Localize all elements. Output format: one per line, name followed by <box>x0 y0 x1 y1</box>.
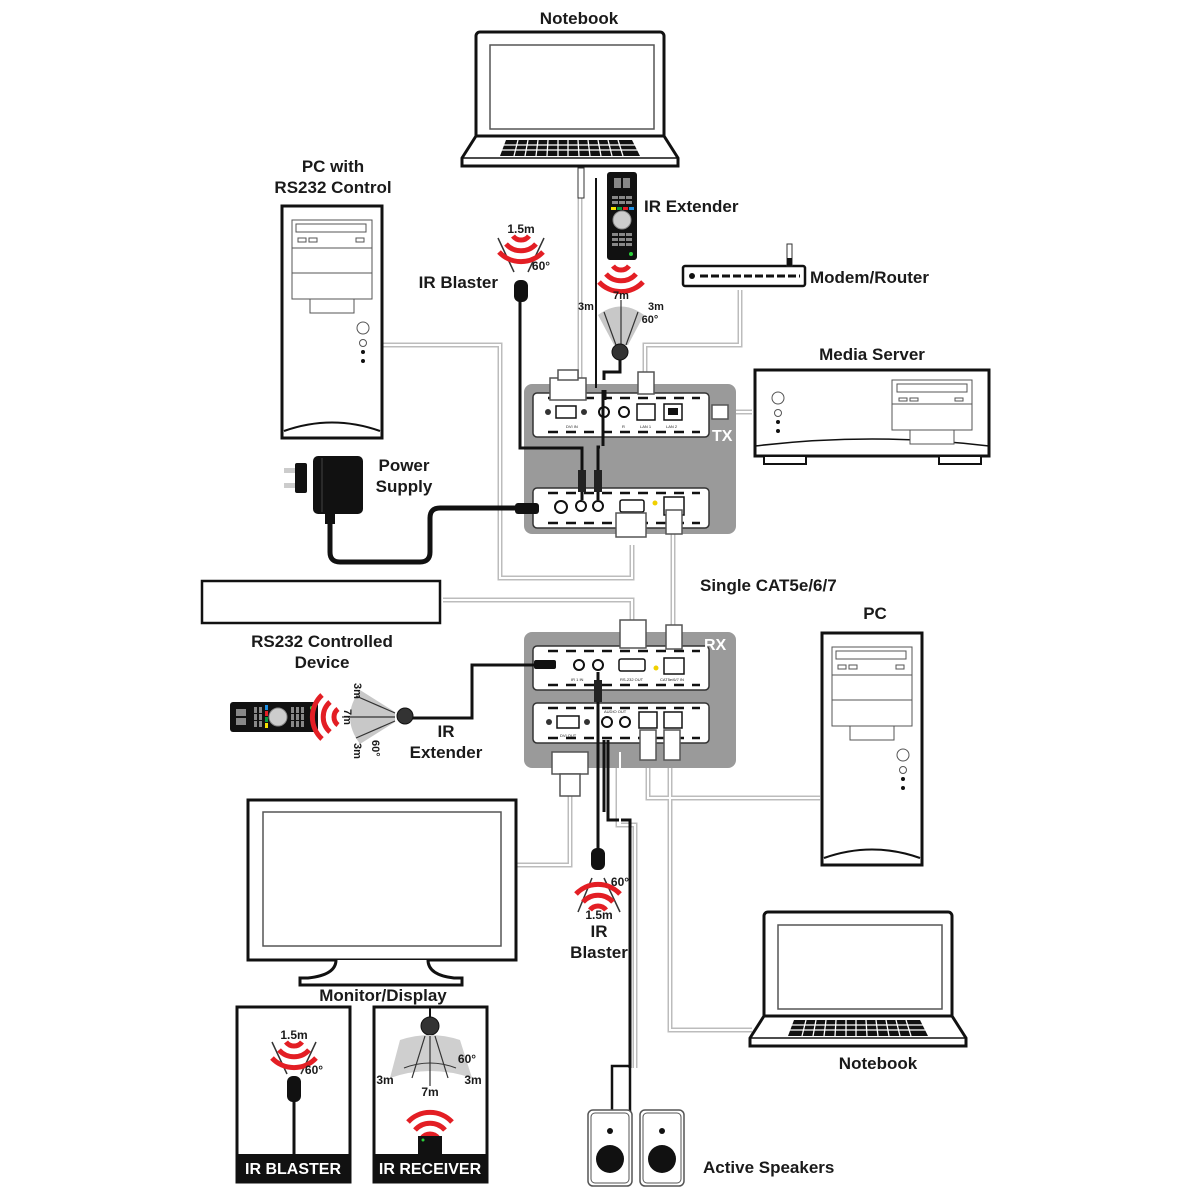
pc-right-label: PC <box>863 604 887 623</box>
legend-receiver-range: 7m <box>421 1085 438 1099</box>
ir-ext-top-side-right: 3m <box>648 301 664 313</box>
rx-label: RX <box>704 637 727 654</box>
legend-blaster-angle: 60° <box>305 1063 323 1077</box>
legend-receiver-side-left: 3m <box>376 1073 393 1087</box>
media-server-label: Media Server <box>819 345 925 364</box>
ir-ext-rx-angle: 60° <box>369 740 381 757</box>
active-speakers <box>587 1064 685 1187</box>
pc-rs232-label-2: RS232 Control <box>274 178 391 197</box>
notebook-top <box>460 30 680 168</box>
ir-ext-rx-side-bottom: 3m <box>351 743 363 759</box>
monitor-label: Monitor/Display <box>319 986 447 1005</box>
ir-ext-top-angle: 60° <box>642 314 659 326</box>
legend-ir-blaster <box>235 1005 352 1184</box>
legend-ir-receiver-label: IR RECEIVER <box>379 1161 482 1178</box>
notebook-bottom <box>748 910 968 1048</box>
ir-receiver-fan-rx <box>342 690 414 744</box>
port-label-dvi-out: DVI OUT <box>560 733 577 738</box>
ir-blaster-rx <box>576 848 620 912</box>
speakers-label: Active Speakers <box>703 1158 834 1177</box>
legend-blaster-range: 1.5m <box>280 1028 307 1042</box>
port-label-cat-in: CAT5e/6/7 IN <box>660 677 684 682</box>
ir-ext-rx-side-top: 3m <box>351 683 363 699</box>
rs232-device-label-1: RS232 Controlled <box>251 632 393 651</box>
legend-receiver-angle: 60° <box>458 1052 476 1066</box>
ir-signal-top <box>599 266 643 292</box>
monitor-display <box>246 798 518 987</box>
pc-rs232-label-1: PC with <box>302 157 364 176</box>
port-label-r: R <box>622 424 625 429</box>
pc-rs232 <box>280 204 384 440</box>
ir-extender-rx-label-2: Extender <box>410 743 483 762</box>
legend-receiver-side-right: 3m <box>464 1073 481 1087</box>
plugs <box>515 167 729 797</box>
ir-blaster-top <box>498 236 544 302</box>
ir-blaster-top-range: 1.5m <box>507 222 534 236</box>
cat-cable-label: Single CAT5e/6/7 <box>700 576 837 595</box>
notebook-top-label: Notebook <box>540 9 619 28</box>
dark-cables <box>327 300 632 1068</box>
ir-ext-top-side-left: 3m <box>578 301 594 313</box>
port-label-lan1: LAN 1 <box>640 424 652 429</box>
modem-router-label: Modem/Router <box>810 268 929 287</box>
port-label-dvi-in: DVI IN <box>566 424 578 429</box>
remote-control-top <box>606 171 638 261</box>
legend-ir-blaster-label: IR BLASTER <box>245 1161 341 1178</box>
port-label-ir1-in: IR 1 IN <box>571 677 584 682</box>
ir-blaster-top-label: IR Blaster <box>419 273 499 292</box>
ir-blaster-rx-range: 1.5m <box>585 908 612 922</box>
rs232-device-label-2: Device <box>295 653 350 672</box>
power-supply <box>284 456 363 524</box>
port-label-rs232-out: RS-232 OUT <box>620 677 644 682</box>
ir-ext-top-range: 7m <box>613 290 629 302</box>
tx-unit: DVI IN L R LAN 1 LAN 2 TX <box>524 384 736 534</box>
media-server <box>753 368 991 465</box>
port-label-lan2: LAN 2 <box>666 424 678 429</box>
ir-extender-rx-label-1: IR <box>438 722 455 741</box>
remote-control-rx <box>229 701 319 733</box>
power-supply-label-2: Supply <box>376 477 433 496</box>
legend-ir-receiver <box>372 1005 489 1184</box>
ir-blaster-rx-label-2: Blaster <box>570 943 628 962</box>
power-supply-label-1: Power <box>378 456 429 475</box>
port-label-audio-out: AUDIO OUT <box>604 709 627 714</box>
notebook-bottom-label: Notebook <box>839 1054 918 1073</box>
ir-blaster-top-angle: 60° <box>532 259 550 273</box>
ir-ext-rx-range: 7m <box>341 709 353 725</box>
ir-blaster-rx-angle: 60° <box>611 875 629 889</box>
rs232-controlled-device <box>200 579 442 625</box>
ir-blaster-rx-label-1: IR <box>591 922 608 941</box>
tx-label: TX <box>712 428 733 445</box>
ir-receiver-fan-top <box>598 300 644 361</box>
modem-router <box>681 243 807 288</box>
rx-unit: IR 1 IN RS-232 OUT CAT5e/6/7 IN DVI OUT … <box>524 632 736 768</box>
ir-extender-top-label: IR Extender <box>644 197 739 216</box>
pc-right <box>820 631 924 867</box>
